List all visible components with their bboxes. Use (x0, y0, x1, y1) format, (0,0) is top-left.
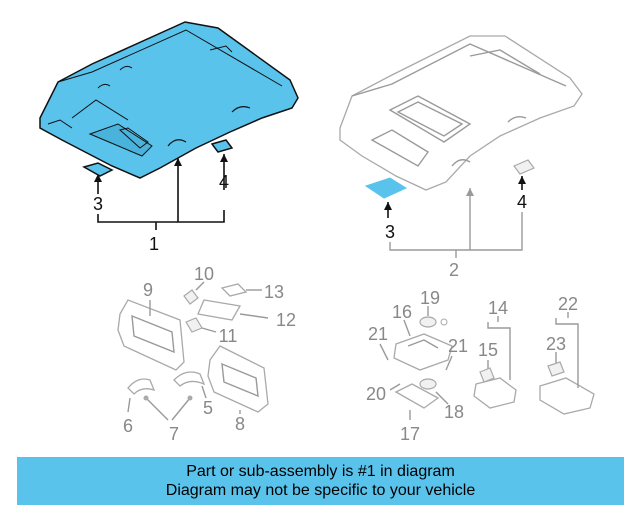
parts-diagram: 3 4 1 3 4 2 9 10 11 (39, 21, 595, 444)
callout-12: 12 (276, 310, 296, 330)
mirror-cover-13[interactable] (220, 283, 262, 297)
callout-21-right: 21 (448, 336, 468, 356)
callout-5: 5 (203, 398, 213, 418)
callout-21-left: 21 (368, 324, 388, 344)
headliner-assembly-1[interactable] (39, 21, 299, 179)
leader-lines-left (94, 154, 228, 230)
callout-7: 7 (169, 424, 179, 444)
sun-visor-8[interactable] (207, 345, 269, 414)
dome-lamp-cover-4-right[interactable] (513, 159, 535, 175)
callout-14: 14 (488, 298, 508, 318)
sun-visor-9[interactable] (117, 299, 185, 371)
banner-line-1: Part or sub-assembly is #1 in diagram (186, 463, 455, 480)
sun-visor-pad-3-right[interactable] (364, 177, 408, 199)
screw-21 (379, 343, 453, 371)
callout-2: 2 (449, 260, 459, 280)
callout-6: 6 (123, 416, 133, 436)
callout-10: 10 (194, 264, 214, 284)
sun-visor-pad-3[interactable] (82, 162, 114, 177)
callout-16: 16 (392, 302, 412, 322)
callout-20: 20 (366, 384, 386, 404)
callout-13: 13 (264, 282, 284, 302)
callout-19: 19 (420, 288, 440, 308)
clip-18[interactable] (419, 378, 449, 405)
callout-1: 1 (149, 234, 159, 254)
info-banner: Part or sub-assembly is #1 in diagram Di… (17, 457, 624, 505)
assist-grip-5[interactable] (173, 371, 207, 399)
map-lamp-14[interactable] (473, 316, 517, 409)
callout-23: 23 (546, 334, 566, 354)
callout-15: 15 (478, 340, 498, 360)
bracket-17[interactable] (394, 383, 440, 420)
callout-8: 8 (235, 414, 245, 434)
callout-22: 22 (558, 294, 578, 314)
callout-3-left: 3 (93, 194, 103, 214)
callout-17: 17 (400, 424, 420, 444)
callout-4-right: 4 (517, 192, 527, 212)
headliner-sunroof-2[interactable] (339, 35, 583, 191)
callout-11: 11 (219, 326, 238, 346)
callout-9: 9 (143, 280, 153, 300)
bulb-23[interactable] (547, 352, 565, 377)
clip-20 (389, 383, 401, 391)
dome-lamp-cover-4[interactable] (210, 139, 234, 153)
bulb-15[interactable] (479, 360, 495, 383)
lamp-19[interactable] (419, 306, 448, 328)
leader-lines-right (384, 176, 526, 258)
screw-7 (143, 395, 193, 421)
callout-18: 18 (444, 402, 464, 422)
assist-grip-6[interactable] (127, 378, 156, 413)
visor-clip-10[interactable] (183, 281, 205, 305)
callout-3-right: 3 (385, 222, 395, 242)
vanity-mirror-12[interactable] (197, 299, 269, 321)
console-16[interactable] (393, 319, 453, 371)
map-lamp-22[interactable] (539, 312, 595, 415)
callout-4-left: 4 (219, 172, 229, 192)
visor-bracket-11[interactable] (185, 317, 217, 333)
banner-line-2: Diagram may not be specific to your vehi… (165, 482, 476, 499)
